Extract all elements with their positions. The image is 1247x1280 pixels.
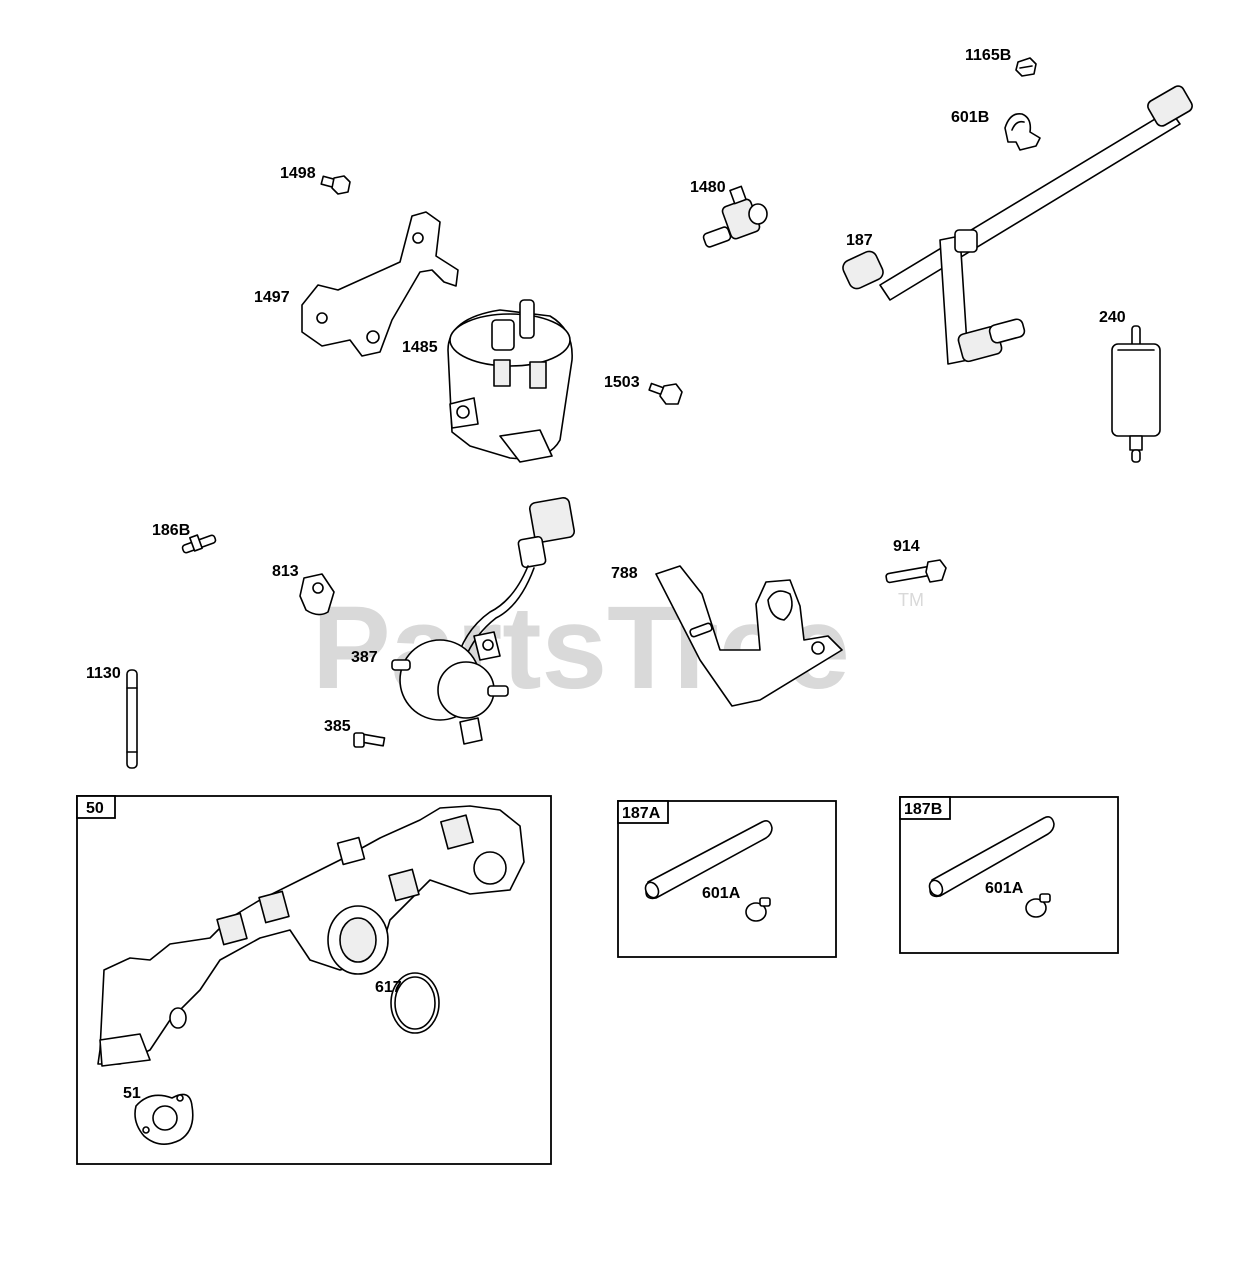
part-1130-rod[interactable]	[126, 669, 138, 769]
label-385[interactable]: 385	[324, 718, 351, 735]
box-187a-frame	[617, 800, 837, 958]
label-601a-2[interactable]: 601A	[985, 880, 1024, 897]
part-617-o-ring[interactable]	[390, 972, 440, 1034]
box-187b-frame	[899, 796, 1119, 954]
label-1498[interactable]: 1498	[280, 165, 316, 182]
label-187[interactable]: 187	[846, 232, 873, 249]
label-914[interactable]: 914	[893, 538, 920, 555]
watermark-trademark: TM	[898, 590, 924, 610]
label-51[interactable]: 51	[123, 1085, 141, 1102]
part-385-screw[interactable]	[353, 732, 386, 748]
box-50-tag[interactable]: 50	[86, 800, 104, 817]
part-1480-injector[interactable]	[702, 185, 768, 248]
part-1497-bracket[interactable]	[301, 211, 459, 357]
part-186b-connector[interactable]	[181, 534, 217, 554]
label-186b[interactable]: 186B	[152, 522, 190, 539]
part-1498-bolt[interactable]	[320, 175, 351, 195]
part-387-fuel-pump[interactable]	[391, 496, 576, 745]
part-601a-clamp-1[interactable]	[745, 897, 771, 922]
label-1480[interactable]: 1480	[690, 179, 726, 196]
label-601a-1[interactable]: 601A	[702, 885, 741, 902]
part-187-fuel-line[interactable]	[840, 84, 1194, 365]
label-788[interactable]: 788	[611, 565, 638, 582]
label-1503[interactable]: 1503	[604, 374, 640, 391]
part-813-clip[interactable]	[299, 573, 335, 616]
box-50-tag-bg	[76, 795, 116, 819]
part-1165b-nut[interactable]	[1015, 57, 1037, 77]
label-240[interactable]: 240	[1099, 309, 1126, 326]
part-601b-clamp[interactable]	[1004, 112, 1041, 151]
part-187b-hose[interactable]	[927, 816, 1055, 898]
label-813[interactable]: 813	[272, 563, 299, 580]
label-387[interactable]: 387	[351, 649, 378, 666]
part-51-gasket[interactable]	[134, 1093, 194, 1145]
box-50-frame	[76, 795, 552, 1165]
label-1130[interactable]: 1130	[86, 665, 121, 682]
part-1503-bolt[interactable]	[648, 382, 683, 405]
box-187b-tag-bg	[899, 796, 951, 820]
box-187a-tag[interactable]: 187A	[622, 805, 661, 822]
label-1165b[interactable]: 1165B	[965, 47, 1011, 64]
label-1485[interactable]: 1485	[402, 339, 438, 356]
label-1497[interactable]: 1497	[254, 289, 290, 306]
part-50-intake-manifold[interactable]	[97, 805, 525, 1067]
part-601a-clamp-2[interactable]	[1025, 893, 1051, 918]
part-788-bracket[interactable]	[655, 565, 843, 707]
box-187b-tag[interactable]: 187B	[904, 801, 942, 818]
part-187a-hose[interactable]	[643, 820, 773, 900]
box-187a-tag-bg	[617, 800, 669, 824]
part-914-bolt[interactable]	[885, 559, 947, 584]
label-617[interactable]: 617	[375, 979, 402, 996]
part-1485-fuel-pump-module[interactable]	[447, 299, 573, 463]
label-601b[interactable]: 601B	[951, 109, 989, 126]
part-240-fuel-filter[interactable]	[1111, 325, 1161, 463]
